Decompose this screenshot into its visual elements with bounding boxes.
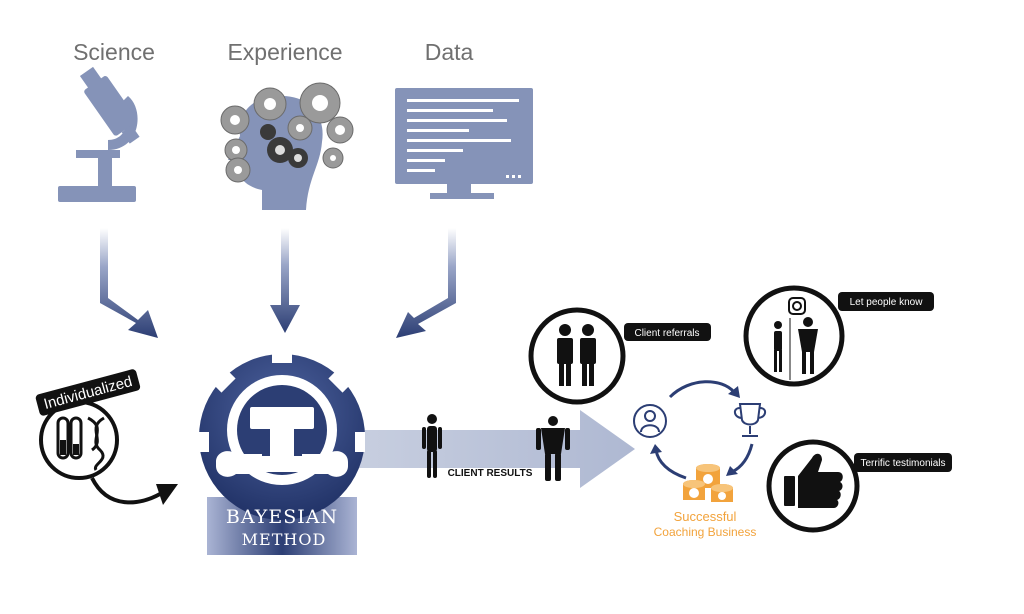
person-after-icon — [536, 416, 570, 481]
business-line2: Coaching Business — [654, 525, 757, 539]
data-label: Data — [425, 39, 474, 65]
business-line1: Successful — [674, 509, 737, 524]
testimonials-label: Terrific testimonials — [860, 458, 945, 469]
business-cycle — [633, 380, 754, 480]
let-people-know-icon — [743, 285, 845, 387]
client-referrals-tag — [624, 323, 711, 341]
head-with-gears-icon — [220, 82, 354, 210]
client-referrals-label: Client referrals — [634, 328, 699, 339]
client-referrals-icon — [528, 307, 626, 405]
method-title-line1: Bayesian — [226, 506, 338, 528]
trophy-icon — [734, 403, 766, 437]
science-label: Science — [73, 39, 155, 65]
let-people-know-label: Let people know — [850, 297, 924, 308]
client-results-label: CLIENT RESULTS — [448, 468, 533, 479]
client-results-arrow — [350, 410, 635, 488]
science-arrow — [100, 228, 158, 338]
experience-label: Experience — [227, 39, 342, 65]
person-before-icon — [422, 414, 442, 478]
data-arrow — [396, 228, 456, 338]
bayesian-gear-icon: Bayesian Method — [199, 353, 365, 555]
testimonials-tag — [854, 453, 952, 472]
dna-test-tube-icon — [39, 400, 119, 480]
let-people-know-tag — [838, 292, 934, 311]
method-title-line2: Method — [242, 530, 327, 549]
individualized-arrow — [90, 477, 178, 505]
monitor-icon — [395, 88, 533, 199]
thumbs-up-icon — [766, 439, 860, 533]
microscope-icon — [58, 66, 140, 202]
experience-arrow — [270, 228, 300, 333]
coins-icon — [683, 464, 733, 502]
